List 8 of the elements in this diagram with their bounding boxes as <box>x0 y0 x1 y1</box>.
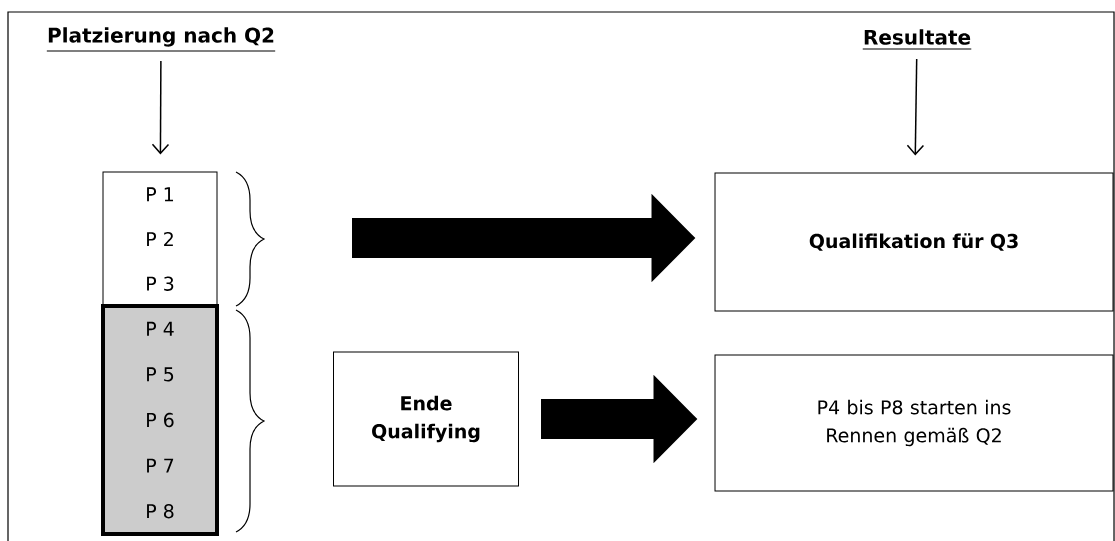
arrow <box>906 58 925 156</box>
ranking-box: P 4 P 5 P 6 P 7 P 8 <box>101 304 219 536</box>
result-box: Qualifikation für Q3 <box>714 172 1114 312</box>
column-heading: Resultate <box>862 29 972 50</box>
result-box: P4 bis P8 starten ins Rennen gemäß Q2 <box>714 354 1114 492</box>
result-box: Ende Qualifying <box>333 351 519 487</box>
arrow <box>151 60 170 155</box>
column-heading: Platzierung nach Q2 <box>46 27 276 52</box>
